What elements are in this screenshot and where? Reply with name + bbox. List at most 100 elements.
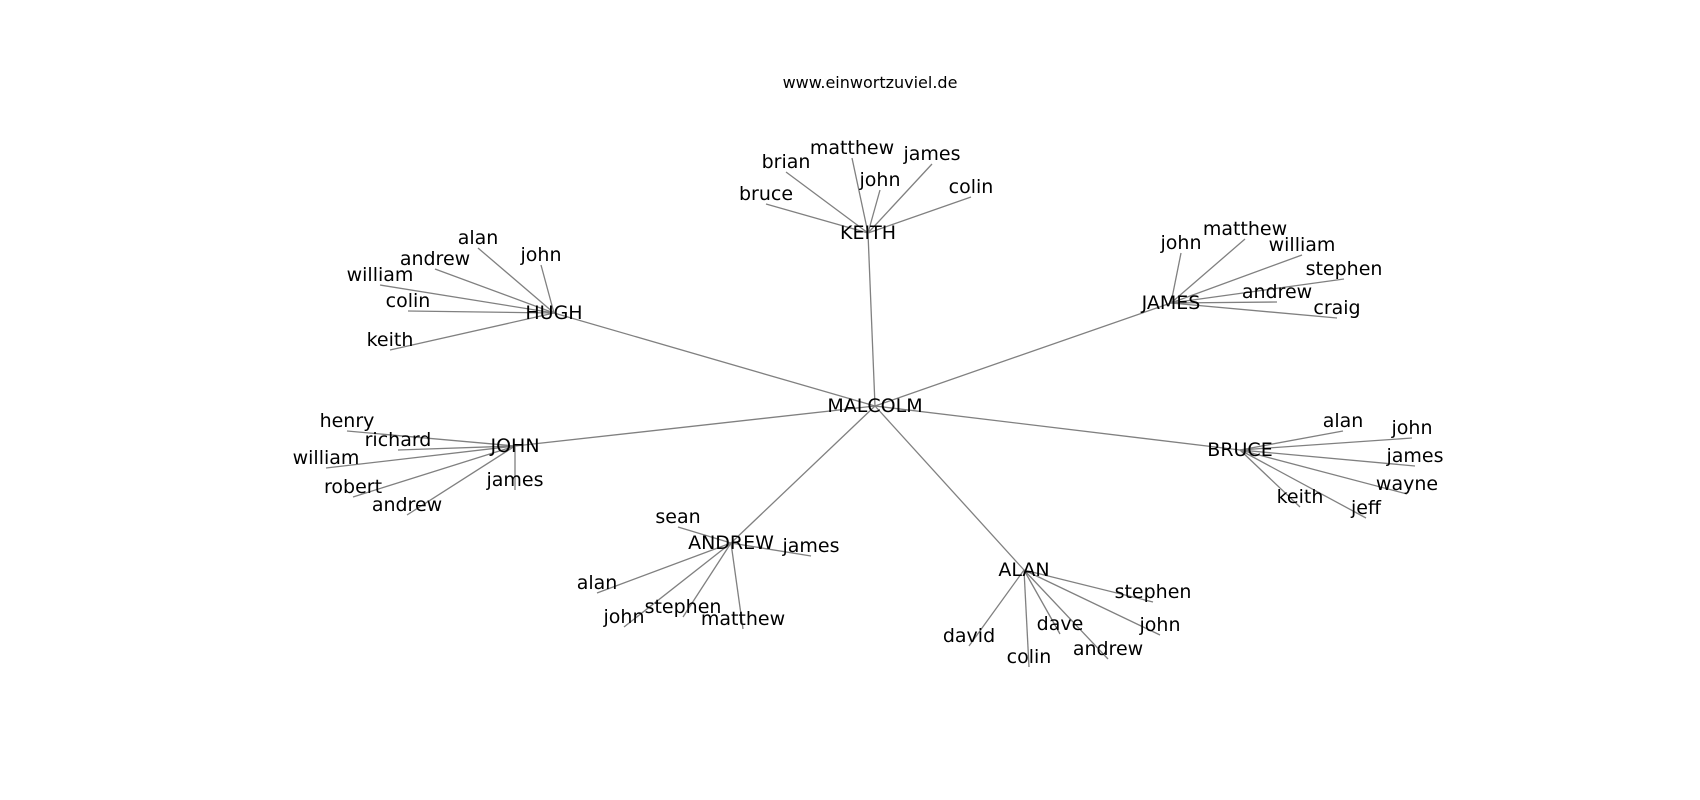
root-node-label: MALCOLM bbox=[827, 395, 922, 417]
leaf-node-label: james bbox=[1385, 445, 1443, 467]
leaf-node-label: jeff bbox=[1350, 497, 1382, 519]
edge-john-henry bbox=[346, 430, 516, 447]
edge-alan-dave bbox=[1023, 569, 1061, 635]
edge-james-john bbox=[1170, 252, 1182, 304]
label-layer: MALCOLMKEITHbrucebrianmatthewjohnjamesco… bbox=[293, 137, 1444, 668]
page-title: www.einwortzuviel.de bbox=[783, 73, 958, 92]
leaf-node-label: alan bbox=[458, 227, 499, 249]
edge-hugh-john bbox=[540, 264, 555, 314]
leaf-node-label: william bbox=[293, 447, 360, 469]
edge-bruce-keith bbox=[1239, 449, 1301, 508]
leaf-node-label: henry bbox=[320, 410, 375, 432]
edge-john-robert bbox=[352, 445, 516, 498]
edge-john-william bbox=[325, 445, 516, 469]
leaf-node-label: john bbox=[603, 606, 645, 628]
branch-node-label: JOHN bbox=[489, 435, 539, 457]
leaf-node-label: robert bbox=[324, 476, 382, 498]
branch-node-label: ANDREW bbox=[688, 532, 774, 554]
edge-andrew-john bbox=[623, 542, 732, 628]
edge-keith-colin bbox=[867, 196, 972, 234]
leaf-node-label: wayne bbox=[1376, 473, 1438, 495]
leaf-node-label: keith bbox=[1277, 486, 1324, 508]
branch-node-label: BRUCE bbox=[1207, 439, 1272, 461]
edge-keith-brian bbox=[785, 171, 869, 234]
edge-root-bruce bbox=[874, 405, 1241, 451]
branch-node-label: ALAN bbox=[998, 559, 1049, 581]
edge-root-keith bbox=[867, 232, 876, 407]
leaf-node-label: james bbox=[485, 469, 543, 491]
edge-keith-james bbox=[867, 163, 933, 234]
edge-layer bbox=[325, 157, 1416, 668]
edge-james-stephen bbox=[1170, 278, 1345, 304]
leaf-node-label: john bbox=[1139, 614, 1181, 636]
edge-bruce-alan bbox=[1239, 430, 1344, 451]
leaf-node-label: james bbox=[902, 143, 960, 165]
leaf-node-label: andrew bbox=[400, 248, 470, 270]
edge-hugh-keith bbox=[389, 312, 555, 351]
edge-hugh-andrew bbox=[434, 268, 555, 314]
edge-alan-david bbox=[968, 569, 1025, 647]
edge-bruce-jeff bbox=[1239, 449, 1367, 519]
leaf-node-label: stephen bbox=[1306, 258, 1383, 280]
leaf-node-label: matthew bbox=[810, 137, 894, 159]
edge-james-andrew bbox=[1170, 301, 1278, 304]
edge-hugh-colin bbox=[407, 310, 555, 314]
leaf-node-label: sean bbox=[655, 506, 700, 528]
leaf-node-label: colin bbox=[386, 290, 431, 312]
edge-root-alan bbox=[874, 405, 1025, 571]
edge-alan-stephen bbox=[1023, 569, 1154, 603]
leaf-node-label: craig bbox=[1313, 297, 1360, 319]
leaf-node-label: dave bbox=[1037, 613, 1084, 635]
leaf-node-label: william bbox=[347, 264, 414, 286]
leaf-node-label: alan bbox=[1323, 410, 1364, 432]
edge-root-andrew bbox=[730, 405, 876, 544]
edge-hugh-alan bbox=[477, 247, 555, 314]
edge-andrew-alan bbox=[596, 542, 732, 594]
branch-node-label: JAMES bbox=[1141, 292, 1201, 314]
leaf-node-label: andrew bbox=[1073, 638, 1143, 660]
leaf-node-label: david bbox=[943, 625, 995, 647]
edge-bruce-wayne bbox=[1239, 449, 1408, 495]
leaf-node-label: andrew bbox=[1242, 281, 1312, 303]
leaf-node-label: bruce bbox=[739, 183, 793, 205]
leaf-node-label: james bbox=[781, 535, 839, 557]
leaf-node-label: stephen bbox=[645, 596, 722, 618]
leaf-node-label: richard bbox=[365, 429, 432, 451]
branch-node-label: HUGH bbox=[525, 302, 582, 324]
edge-bruce-james bbox=[1239, 449, 1416, 467]
leaf-node-label: brian bbox=[762, 151, 811, 173]
branch-node-label: KEITH bbox=[840, 222, 896, 244]
leaf-node-label: alan bbox=[577, 572, 618, 594]
leaf-node-label: andrew bbox=[372, 494, 442, 516]
leaf-node-label: john bbox=[520, 244, 562, 266]
edge-alan-andrew bbox=[1023, 569, 1109, 660]
leaf-node-label: colin bbox=[1007, 646, 1052, 668]
edge-keith-john bbox=[867, 189, 881, 234]
edge-bruce-john bbox=[1239, 437, 1413, 451]
leaf-node-label: keith bbox=[367, 329, 414, 351]
edge-root-hugh bbox=[553, 312, 876, 407]
edge-james-matthew bbox=[1170, 238, 1246, 304]
edge-andrew-matthew bbox=[730, 542, 744, 630]
edge-john-andrew bbox=[406, 445, 516, 516]
edge-root-james bbox=[874, 302, 1172, 407]
edge-hugh-william bbox=[379, 284, 555, 314]
leaf-node-label: william bbox=[1269, 234, 1336, 256]
edge-andrew-stephen bbox=[682, 542, 732, 618]
edge-alan-john bbox=[1023, 569, 1161, 636]
edge-root-john bbox=[514, 405, 876, 447]
leaf-node-label: colin bbox=[949, 176, 994, 198]
leaf-node-label: matthew bbox=[1203, 218, 1287, 240]
leaf-node-label: john bbox=[1160, 232, 1202, 254]
leaf-node-label: john bbox=[859, 169, 901, 191]
edge-keith-matthew bbox=[851, 157, 869, 234]
edge-keith-bruce bbox=[765, 203, 869, 234]
edge-andrew-james bbox=[730, 542, 812, 557]
leaf-node-label: stephen bbox=[1115, 581, 1192, 603]
edge-james-william bbox=[1170, 254, 1303, 304]
leaf-node-label: matthew bbox=[701, 608, 785, 630]
edge-andrew-sean bbox=[677, 526, 732, 544]
leaf-node-label: john bbox=[1391, 417, 1433, 439]
